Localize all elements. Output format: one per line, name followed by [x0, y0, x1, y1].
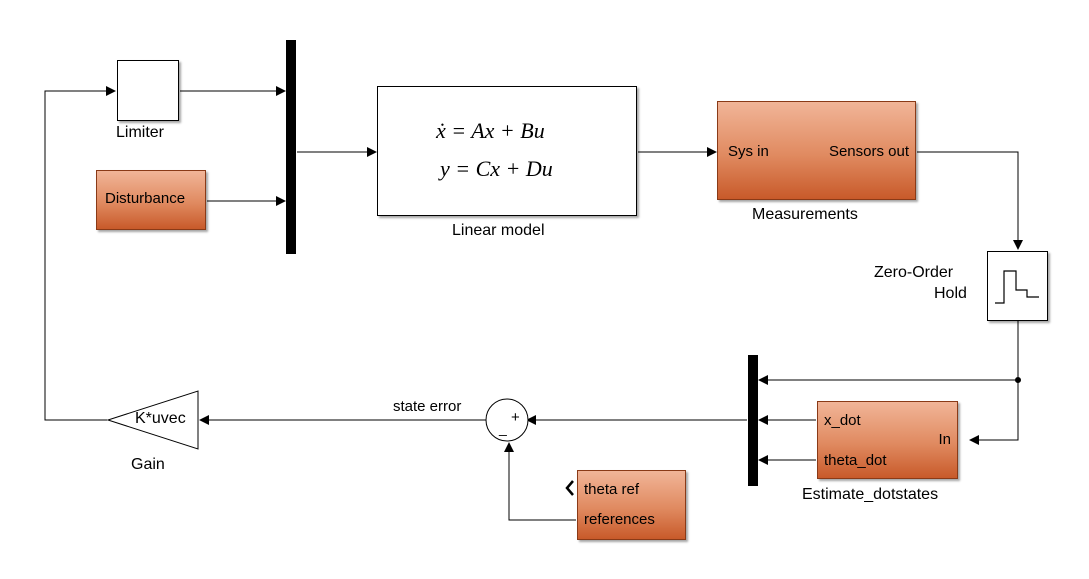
disturbance-block[interactable]: Disturbance [96, 170, 206, 230]
wire-branch-estimate[interactable] [969, 380, 1019, 445]
wire-measurements-zoh[interactable] [917, 151, 1023, 250]
measurements-in-port: Sys in [728, 143, 769, 160]
wire-references-sum[interactable] [504, 442, 576, 521]
disturbance-text: Disturbance [105, 190, 186, 207]
sum-plus-sign: + [511, 409, 520, 426]
state-error-label: state error [393, 398, 462, 415]
measurements-block[interactable]: Sys in Sensors out [717, 101, 916, 200]
measurements-out-port: Sensors out [828, 143, 909, 160]
linear-model-block[interactable]: ẋ = Ax + Bu y = Cx + Du [377, 86, 637, 216]
estimate-port-xdot: x_dot [824, 412, 861, 429]
limiter-label: Limiter [116, 124, 165, 141]
estimate-dotstates-block[interactable]: x_dot theta_dot In [817, 401, 958, 479]
wire-gain-limiter[interactable] [44, 86, 116, 421]
estimate-dotstates-label: Estimate_dotstates [802, 486, 939, 503]
references-text: references [584, 511, 655, 528]
mux-block-input[interactable] [286, 40, 296, 254]
linear-model-label: Linear model [452, 222, 545, 239]
estimate-port-thetadot: theta_dot [824, 452, 887, 469]
sum-minus-sign: _ [499, 420, 507, 436]
references-port: theta ref [584, 481, 640, 498]
references-block[interactable]: theta ref references [577, 470, 686, 540]
gain-label: Gain [131, 456, 165, 473]
zoh-label-line2: Hold [934, 285, 967, 302]
branch-point [1015, 377, 1021, 383]
mux-block-states[interactable] [748, 355, 758, 486]
measurements-label: Measurements [752, 206, 858, 223]
sum-block[interactable] [485, 398, 529, 442]
staircase-icon [995, 270, 1039, 304]
output-equation: y = Cx + Du [440, 156, 553, 181]
zoh-label-line1: Zero-Order [874, 264, 954, 281]
gain-text: K*uvec [135, 410, 186, 427]
estimate-port-in: In [938, 431, 951, 448]
state-equation: ẋ = Ax + Bu [436, 118, 545, 143]
port-chevron-icon [565, 480, 574, 496]
limiter-block[interactable] [117, 60, 179, 121]
zoh-block[interactable] [987, 251, 1048, 321]
gain-block[interactable] [106, 390, 199, 450]
